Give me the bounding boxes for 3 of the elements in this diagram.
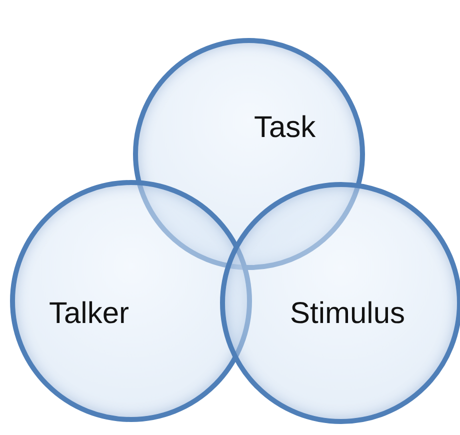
circle-label: Stimulus xyxy=(290,297,406,331)
circle-label: Talker xyxy=(49,297,130,331)
circle-label: Task xyxy=(254,111,316,145)
